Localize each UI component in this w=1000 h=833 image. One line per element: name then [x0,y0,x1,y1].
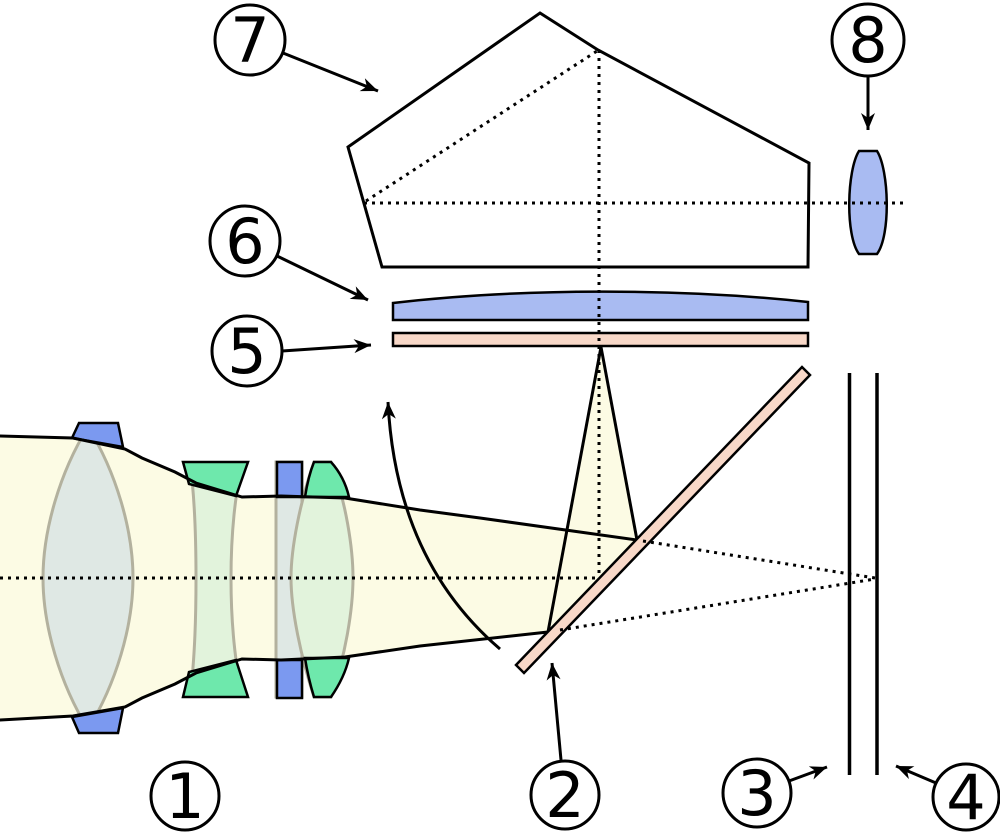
front-mount-top [70,421,125,449]
callout-3-number: 3 [737,757,776,830]
callout-4: 4 [895,761,1000,833]
prism-diagonal-dotted [365,49,598,203]
callout-3-arrow [788,765,828,783]
callout-8-number: 8 [848,4,887,77]
callout-4-number: 4 [946,761,985,833]
virtual-ray-upper-dotted [642,539,876,580]
callout-5-arrow [281,339,372,354]
callout-4-circle [931,762,1000,832]
callout-2-circle [529,759,601,831]
rear-mount-top [275,460,304,499]
lens-mounts [70,421,351,735]
mirror-swing-arrow [381,401,501,651]
pentaprism [346,11,811,269]
callout-6-arrow [276,254,369,302]
callout-2-arrow [546,662,563,761]
rear-lens-cap-bottom [303,656,351,699]
reflex-mirror [514,365,812,675]
condenser-lens [391,290,810,322]
virtual-ray-lower-dotted [559,577,876,632]
callout-7-arrow [282,51,379,93]
callout-8: 8 [830,2,906,130]
callout-2-number: 2 [545,759,584,832]
callout-5-circle [210,314,284,388]
callout-3-circle [721,757,793,829]
callout-5: 5 [210,314,372,388]
callout-1-circle [149,760,221,832]
callout-6-circle [208,204,282,278]
callout-7-number: 7 [230,4,269,77]
callout-2: 2 [529,662,601,832]
callout-5-number: 5 [227,315,266,388]
rear-mount-bottom [275,658,304,700]
callout-7-circle [213,3,287,77]
reflected-beam-edge-right [599,345,639,542]
beam-outline-top [0,434,639,542]
rear-lens-cap-top [303,460,351,499]
callout-6-number: 6 [225,205,264,278]
callout-1: 1 [149,760,221,833]
callout-1-number: 1 [165,760,204,833]
callout-8-circle [830,2,906,78]
beam-outline-bottom [0,630,550,722]
callout-4-arrow [895,764,937,785]
callout-6: 6 [208,204,369,302]
callout-3: 3 [721,757,828,830]
reflected-beam-edge-left [546,345,603,634]
callout-7: 7 [213,3,379,93]
